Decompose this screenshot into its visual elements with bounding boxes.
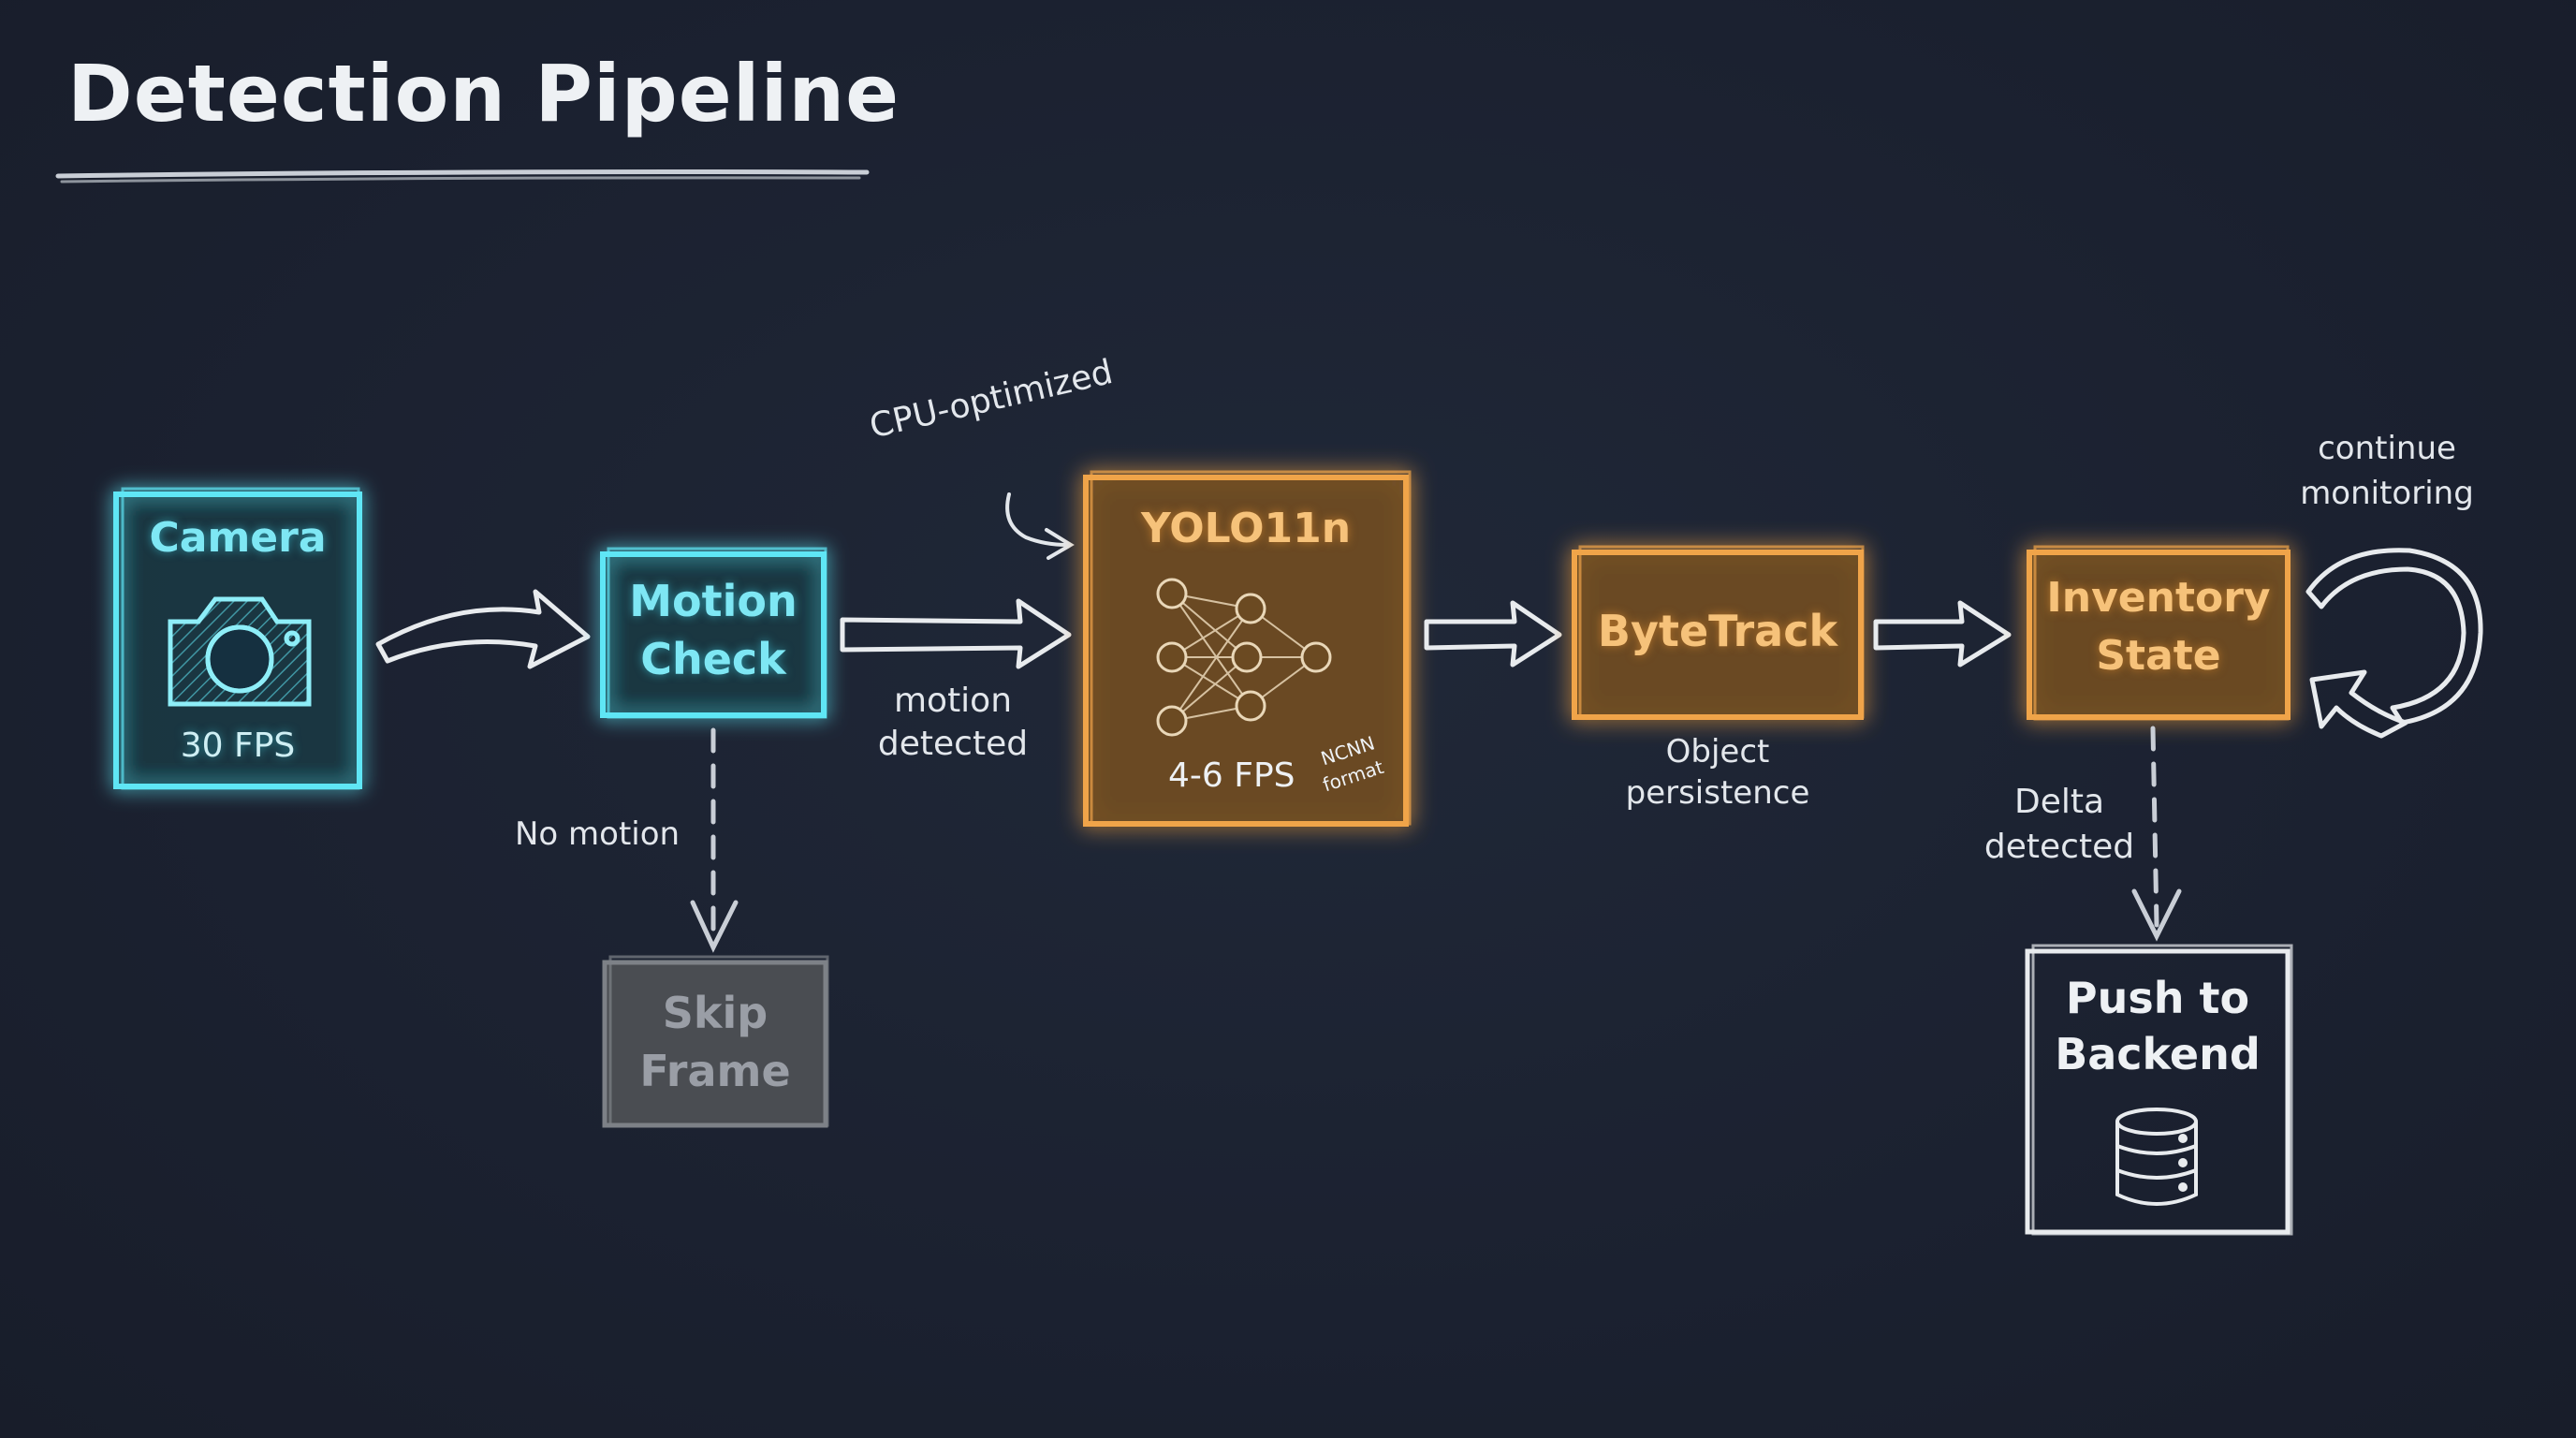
database-icon	[2115, 1108, 2198, 1206]
camera-label: Camera	[149, 514, 327, 562]
neural-network-icon	[1156, 578, 1332, 737]
arrow-motion-to-skip	[690, 727, 739, 953]
arrow-bytetrack-to-inventory	[1873, 600, 2012, 668]
camera-fps: 30 FPS	[180, 726, 296, 765]
arrow-yolo-to-bytetrack	[1424, 600, 1562, 668]
continue-monitoring-line1: continue	[2318, 430, 2456, 467]
no-motion-label: No motion	[515, 815, 681, 853]
motion-detected-line2: detected	[877, 725, 1029, 763]
bytetrack-box	[1572, 545, 1865, 720]
inventory-state-box	[2027, 545, 2291, 721]
skip-frame-line1: Skip	[662, 988, 768, 1038]
arrow-motion-to-yolo	[840, 598, 1072, 669]
arrow-camera-to-motion	[375, 589, 591, 669]
skip-frame-line2: Frame	[639, 1046, 791, 1096]
arrow-cpu-optimized	[1005, 492, 1075, 560]
arrow-inventory-to-backend	[2131, 726, 2182, 942]
inventory-state-line1: Inventory	[2046, 574, 2271, 622]
delta-detected-line1: Delta	[2013, 783, 2105, 821]
motion-detected-line1: motion	[893, 682, 1013, 720]
inventory-state-line2: State	[2096, 632, 2221, 680]
continue-monitoring-line2: monitoring	[2300, 475, 2474, 512]
object-persistence-line1: Object	[1665, 733, 1770, 770]
delta-detected-line2: detected	[1983, 828, 2135, 866]
page-title: Detection Pipeline	[67, 48, 900, 139]
push-backend-box	[2025, 944, 2293, 1236]
skip-frame-box	[602, 955, 829, 1128]
motion-check-box	[600, 547, 827, 719]
bytetrack-label: ByteTrack	[1597, 606, 1838, 656]
object-persistence-line2: persistence	[1625, 774, 1810, 812]
title-underline-2	[60, 176, 861, 183]
camera-icon	[168, 596, 312, 707]
push-backend-line1: Push to	[2065, 973, 2250, 1023]
yolo-label: YOLO11n	[1140, 505, 1352, 552]
motion-check-line1: Motion	[629, 576, 798, 626]
push-backend-line2: Backend	[2055, 1029, 2261, 1079]
yolo-fps: 4-6 FPS	[1168, 756, 1295, 795]
loop-arrow-icon	[2305, 548, 2483, 739]
title-underline	[55, 169, 870, 179]
motion-check-line2: Check	[640, 634, 786, 684]
